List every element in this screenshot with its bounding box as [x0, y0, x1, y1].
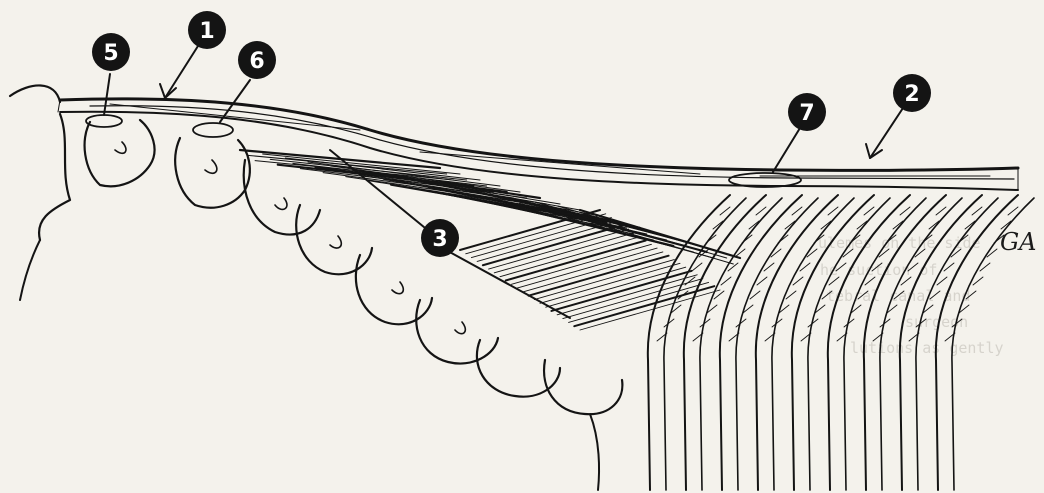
bleed-line-5: lutions as gently — [850, 339, 1004, 357]
muscle-fiber — [540, 263, 680, 303]
rib-edge — [700, 198, 782, 490]
leader-lines — [104, 46, 903, 318]
marker-5: 5 — [92, 33, 130, 71]
rib — [684, 195, 766, 490]
rib-hatch — [937, 277, 947, 285]
rib-hatch — [936, 207, 946, 215]
rib — [720, 195, 802, 490]
rib-hatch — [828, 207, 838, 215]
rib-hatch — [972, 207, 982, 215]
marker-3: 3 — [421, 219, 459, 257]
muscle-fibers — [240, 150, 740, 330]
muscle-fiber — [483, 225, 623, 265]
muscle-fiber — [471, 218, 611, 258]
vertebrae — [10, 85, 622, 490]
artist-signature: GA — [1000, 228, 1037, 256]
svg-text:6: 6 — [249, 49, 264, 74]
muscle-fiber — [494, 233, 634, 273]
marker-7: 7 — [788, 93, 826, 131]
marker-6: 6 — [238, 41, 276, 79]
rib-edge — [664, 198, 746, 490]
rib-hatch — [720, 207, 730, 215]
rib-hatch — [714, 291, 724, 299]
svg-text:GA: GA — [1000, 228, 1037, 256]
rib-hatch — [793, 277, 803, 285]
marker-1: 1 — [188, 11, 226, 49]
svg-text:3: 3 — [432, 227, 447, 252]
muscle-fiber — [460, 210, 600, 250]
svg-text:2: 2 — [904, 82, 919, 107]
rib-hatch — [864, 207, 874, 215]
rib-hatch — [786, 291, 796, 299]
muscle-fiber — [517, 248, 657, 288]
rib-hatch — [756, 207, 766, 215]
rib-edge — [736, 198, 818, 490]
muscle-fiber — [551, 271, 691, 311]
muscle-fiber — [506, 240, 646, 280]
dorsal-fascia — [58, 99, 1018, 190]
rib-hatch — [792, 207, 802, 215]
rib-hatch — [750, 291, 760, 299]
svg-text:7: 7 — [799, 101, 814, 126]
muscle-fiber — [529, 256, 669, 296]
marker-2: 2 — [893, 74, 931, 112]
rib-hatch — [757, 277, 767, 285]
rib-hatch — [900, 207, 910, 215]
rib-hatch — [1008, 207, 1018, 215]
muscle-fiber — [574, 286, 714, 326]
svg-text:5: 5 — [103, 41, 118, 66]
muscle-fiber — [466, 214, 606, 254]
svg-text:1: 1 — [199, 19, 214, 44]
muscle-fiber — [580, 210, 740, 258]
rib-hatch — [973, 277, 983, 285]
rib-hatch — [721, 277, 731, 285]
